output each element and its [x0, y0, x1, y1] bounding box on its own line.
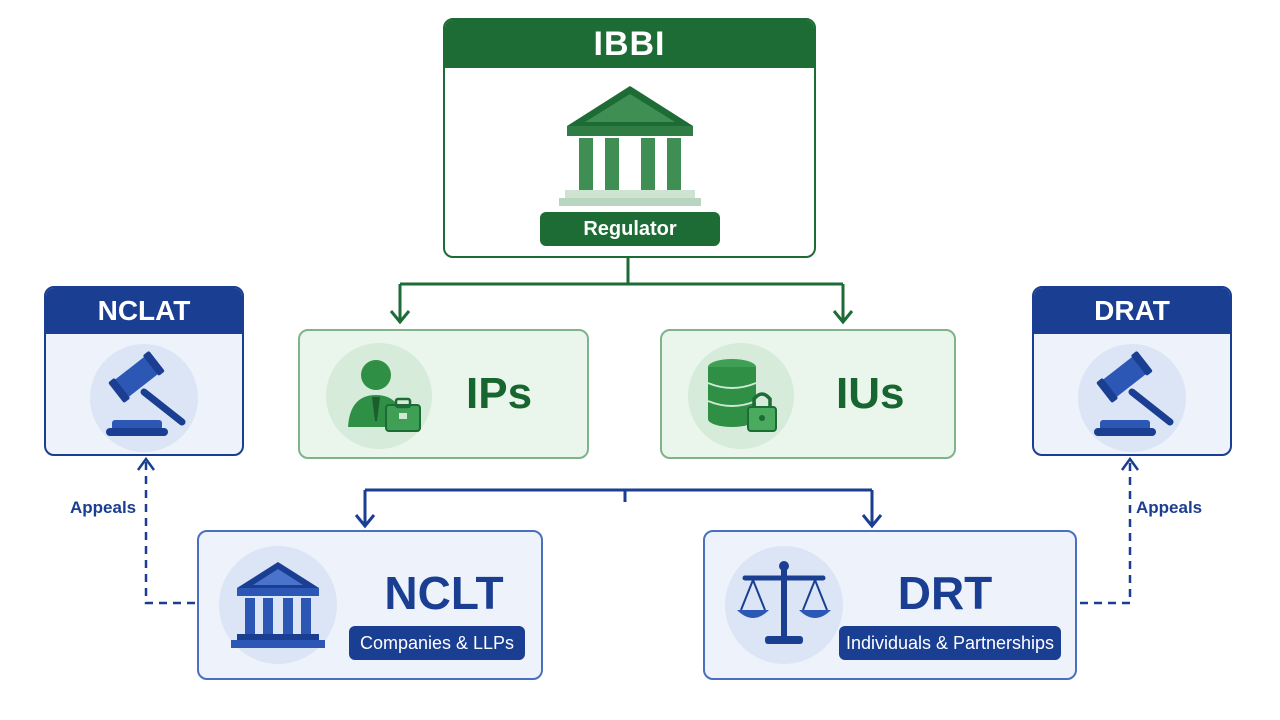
database-lock-icon: [707, 359, 777, 432]
court-connector: [354, 488, 883, 529]
appeal-connectors: [144, 462, 1132, 605]
tribunal-box-nclat: NCLAT: [44, 286, 244, 456]
court-scope-nclt: Companies & LLPs: [349, 626, 525, 660]
court-title-drt: DRT: [897, 567, 993, 619]
professional-with-briefcase-icon: [348, 360, 421, 432]
courthouse-icon: [231, 562, 325, 648]
tribunal-title-nclat: NCLAT: [46, 288, 242, 334]
tribunal-box-drat: DRAT: [1032, 286, 1232, 456]
regulator-connector: [389, 258, 854, 325]
scales-icon: [737, 561, 831, 644]
building-columns-icon: [559, 86, 701, 206]
court-box-nclt: NCLT Companies & LLPs: [197, 530, 543, 680]
entity-box-ius: IUs: [660, 329, 956, 459]
entity-label-ips: IPs: [466, 369, 533, 418]
entity-box-ips: IPs: [298, 329, 589, 459]
entity-label-ius: IUs: [836, 369, 905, 418]
tribunal-title-drat: DRAT: [1034, 288, 1230, 334]
regulator-box: IBBI Regulator: [443, 18, 816, 258]
appeal-label-right: Appeals: [1136, 498, 1203, 517]
court-box-drt: DRT Individuals & Partnerships: [703, 530, 1077, 680]
gavel-icon: [1094, 351, 1174, 436]
appeal-label-left: Appeals: [70, 498, 137, 517]
regulator-title: IBBI: [445, 20, 814, 68]
regulator-role-badge: Regulator: [540, 212, 720, 246]
court-scope-drt: Individuals & Partnerships: [839, 626, 1061, 660]
court-title-nclt: NCLT: [384, 567, 504, 619]
gavel-icon: [106, 351, 186, 436]
